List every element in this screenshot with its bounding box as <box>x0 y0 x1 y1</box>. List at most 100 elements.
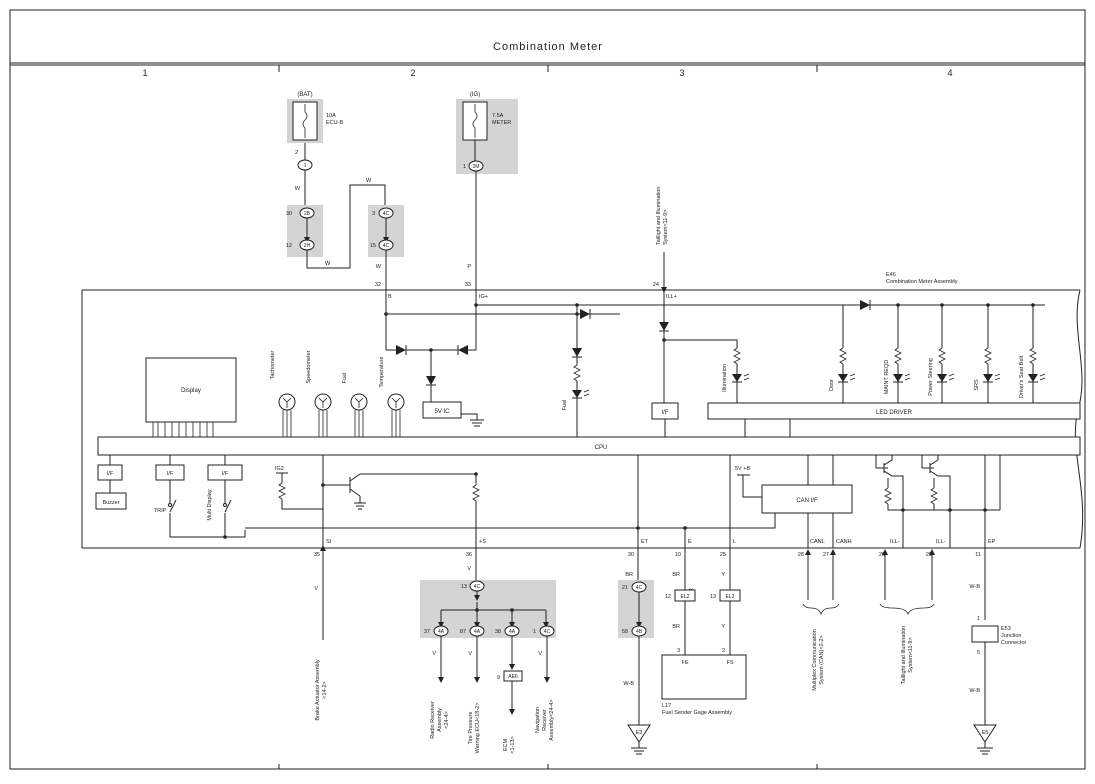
fuse-bat-amp: 10A <box>326 113 336 119</box>
svg-text:36: 36 <box>466 552 472 558</box>
pin-24: 24 <box>653 282 659 288</box>
ill-transistors <box>875 455 952 548</box>
assembly-code: E46 <box>886 272 896 278</box>
terminal-ill: ILL+ <box>666 294 677 300</box>
fuse-meter: (IG) 7.5A METER <box>456 92 518 174</box>
ref-radio: Radio Receiver Assembly <24-4> <box>430 701 450 739</box>
column-4: 4 <box>947 68 952 78</box>
wire-br-2: BR <box>672 572 680 578</box>
svg-text:37: 37 <box>424 629 430 635</box>
connector-2h-pin: 12 <box>286 243 292 249</box>
gauge-fuel <box>350 393 368 437</box>
fuel-sender-code: L17 <box>662 703 671 709</box>
if-block-2-label: I/F <box>167 471 174 477</box>
led-driver-label: LED DRIVER <box>876 410 913 416</box>
svg-text:ILL-: ILL- <box>936 539 946 545</box>
svg-text:4C: 4C <box>636 585 643 591</box>
ref-taillight-bottom: Taillight and Illumination System<11-9> <box>901 626 914 684</box>
svg-text:13: 13 <box>710 594 716 600</box>
led-srs-label: SRS <box>974 379 980 391</box>
connector-2b-label: 2B <box>304 211 311 217</box>
display-label: Display <box>181 388 201 394</box>
connector-2h-label: 2H <box>304 243 311 249</box>
wire-br-1: BR <box>625 572 633 578</box>
if-block-3-label: I/F <box>222 471 229 477</box>
fuse-ecu-b: (BAT) 10A ECU-B <box>287 92 343 143</box>
ground-e5 <box>973 724 997 743</box>
wire-y-1: Y <box>721 572 725 578</box>
wire-v-si: V <box>314 586 318 592</box>
svg-text:Multiplex Communication: Multiplex Communication <box>812 629 818 690</box>
fuse-ig-amp: 7.5A <box>492 113 504 119</box>
assembly-name: Combination Meter Assembly <box>886 279 958 285</box>
cpu-label: CPU <box>595 445 608 451</box>
svg-text:1: 1 <box>533 629 536 635</box>
gauge-fuel-label: Fuel <box>342 373 348 384</box>
svg-text:E3: E3 <box>636 730 643 736</box>
svg-text:28: 28 <box>798 552 804 558</box>
led-fuel-label: Fuel <box>562 400 568 411</box>
wire-v-e1: V <box>432 651 436 657</box>
wire-w-4: W <box>376 264 382 270</box>
led-seat-belt-label: Driver's Seat Belt <box>1019 355 1025 398</box>
ground-e3 <box>627 724 651 743</box>
svg-text:L: L <box>733 539 736 545</box>
wire-w-1: W <box>295 186 301 192</box>
ref-taillight-top: Taillight and Illumination System<11-9> <box>656 187 669 245</box>
svg-text:System<11-9>: System<11-9> <box>663 210 669 245</box>
if-center-label: I/F <box>662 410 669 416</box>
wire-wb-1: W-B <box>623 681 634 687</box>
fuel-sender-block <box>661 654 747 700</box>
svg-text:25: 25 <box>720 552 726 558</box>
fuel-sender-name: Fuel Sender Gage Assembly <box>662 710 732 716</box>
svg-text:<14-2>: <14-2> <box>322 681 328 698</box>
svg-text:26: 26 <box>879 552 885 558</box>
svg-text:EL2: EL2 <box>681 594 690 600</box>
svg-text:11: 11 <box>975 552 981 558</box>
svg-text:58: 58 <box>622 629 628 635</box>
svg-text:System<11-9>: System<11-9> <box>908 637 914 672</box>
terminal-b: B <box>388 294 392 300</box>
gauge-speedometer <box>314 393 332 437</box>
connector-4c-b-pin: 15 <box>370 243 376 249</box>
cpu-block <box>97 436 1081 456</box>
led-power-steering-label: Power Steering <box>928 358 934 396</box>
column-1: 1 <box>142 68 147 78</box>
connector-4c-a-label: 4C <box>383 211 390 217</box>
junction-line-1: Junction <box>1001 633 1022 639</box>
svg-text:27: 27 <box>823 552 829 558</box>
svg-text:Tire Pressure: Tire Pressure <box>468 712 474 745</box>
junction-connector <box>971 625 999 643</box>
svg-text:3: 3 <box>677 648 680 654</box>
svg-text:1: 1 <box>977 616 980 622</box>
svg-text:38: 38 <box>495 629 501 635</box>
svg-text:4B: 4B <box>636 629 643 635</box>
svg-text:21: 21 <box>622 585 628 591</box>
switch-multi-display-label: Multi Display <box>207 489 213 520</box>
svg-text:CANL: CANL <box>810 539 825 545</box>
svg-text:CANH: CANH <box>836 539 852 545</box>
svg-text:EP: EP <box>988 539 996 545</box>
fuse-bat-source: (BAT) <box>297 92 312 98</box>
svg-text:2: 2 <box>722 648 725 654</box>
svg-text:Warning ECU<18-2>: Warning ECU<18-2> <box>475 703 481 754</box>
5v-ic-label: 5V IC <box>434 409 450 415</box>
led-door-label: Door <box>829 379 835 391</box>
display-block <box>145 357 237 423</box>
wire-w-2: W <box>325 261 331 267</box>
buzzer-block <box>95 492 127 510</box>
svg-text:E5: E5 <box>982 730 989 736</box>
svg-text:13: 13 <box>461 584 467 590</box>
svg-text:12: 12 <box>665 594 671 600</box>
fuse-ig-source: (IG) <box>470 92 480 98</box>
wire-v-s: V <box>467 566 471 572</box>
connector-4c-b-label: 4C <box>383 243 390 249</box>
svg-text:Brake Actuator Assembly: Brake Actuator Assembly <box>315 659 321 720</box>
wire-v-e2: V <box>468 651 472 657</box>
column-3: 3 <box>679 68 684 78</box>
column-markers: 1 2 3 4 <box>142 65 953 769</box>
svg-text:Assembly: Assembly <box>437 708 443 732</box>
ref-tire-pressure: Tire Pressure Warning ECU<18-2> <box>468 703 481 754</box>
led-illumination-label: Illumination <box>722 364 728 392</box>
wire-w-3: W <box>366 178 372 184</box>
